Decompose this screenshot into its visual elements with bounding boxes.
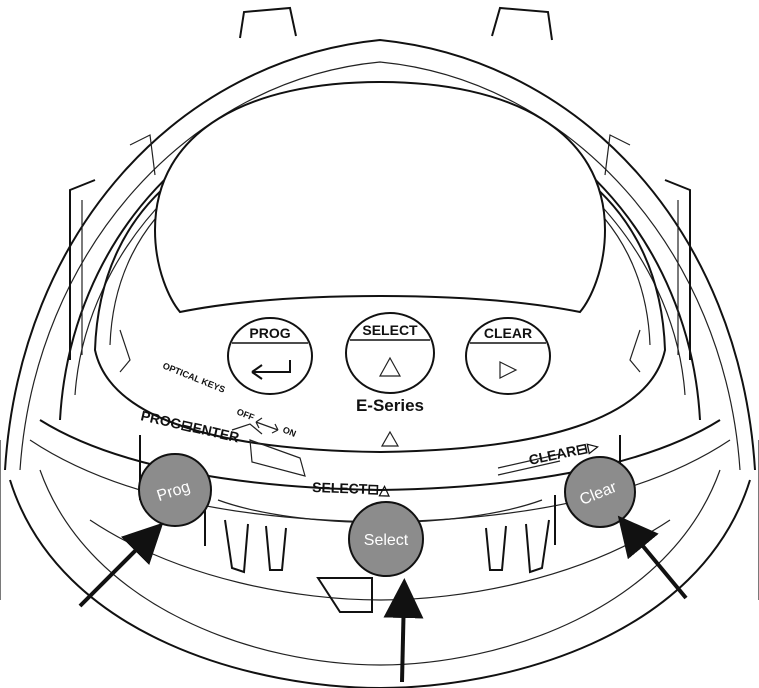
off-label: OFF — [235, 407, 256, 423]
on-label: ON — [281, 425, 297, 439]
up-triangle-icon — [378, 356, 402, 377]
arrow-to-prog-button — [78, 522, 164, 608]
faceplate-clear-key[interactable]: CLEAR — [465, 317, 551, 395]
clear-key-label: CLEAR — [484, 325, 532, 341]
faceplate-select-key[interactable]: SELECT — [345, 312, 435, 394]
housing-select-label: SELECT⊟△ — [312, 479, 391, 498]
series-label: E-Series — [356, 396, 424, 415]
clear-button[interactable]: Clear — [564, 456, 636, 528]
enter-arrow-icon — [251, 360, 291, 380]
double-arrow-icon — [255, 417, 279, 434]
center-marker-triangle — [380, 430, 400, 447]
prog-button[interactable]: Prog — [138, 453, 212, 527]
prog-key-label: PROG — [249, 325, 290, 341]
faceplate-prog-key[interactable]: PROG — [227, 317, 313, 395]
prog-enter-label: PROG⊟ENTER — [139, 407, 240, 445]
arrow-to-select-button — [383, 578, 424, 683]
select-button[interactable]: Select — [348, 501, 424, 577]
right-triangle-icon — [499, 361, 518, 379]
arrow-to-clear-button — [617, 515, 688, 600]
optical-keys-label: OPTICAL KEYS — [161, 361, 226, 395]
select-key-label: SELECT — [362, 322, 418, 338]
lcd-display — [153, 80, 607, 314]
select-button-label: Select — [364, 532, 409, 549]
